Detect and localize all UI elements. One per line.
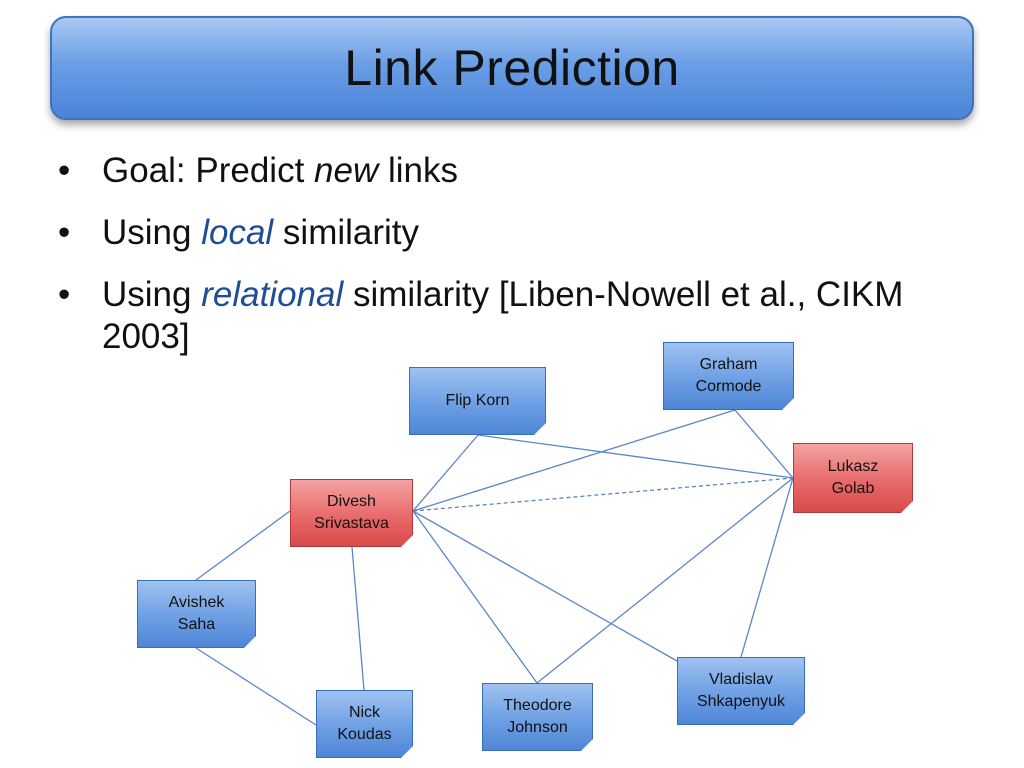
node-label: Divesh Srivastava <box>314 493 389 532</box>
node-label: Nick Koudas <box>337 704 392 743</box>
edge-divesh-srivastava-avishek-saha <box>195 510 291 581</box>
node-flip-korn: Flip Korn <box>409 367 546 435</box>
node-label: Avishek Saha <box>168 594 225 633</box>
node-avishek-saha: Avishek Saha <box>137 580 256 648</box>
edge-divesh-srivastava-vladislav-shkapenyuk <box>412 510 678 662</box>
node-label: Vladislav Shkapenyuk <box>696 671 786 710</box>
bullet-text: links <box>378 151 459 190</box>
node-divesh-srivastava: Divesh Srivastava <box>290 479 413 547</box>
edge-graham-cormode-lukasz-golab <box>734 409 794 479</box>
edge-divesh-srivastava-flip-korn <box>412 434 479 512</box>
bullet-dot-icon: • <box>58 151 71 190</box>
bullet-text: Goal: Predict <box>102 151 315 190</box>
edge-divesh-srivastava-lukasz-golab <box>412 477 794 512</box>
bullet-dot-icon: • <box>58 213 71 252</box>
bullet-dot-icon: • <box>58 275 71 314</box>
node-label: Lukasz Golab <box>827 458 879 497</box>
node-vladislav-shkapenyuk: Vladislav Shkapenyuk <box>677 657 805 725</box>
edge-avishek-saha-nick-koudas <box>195 647 317 726</box>
bullet-emphasis: new <box>314 151 379 190</box>
bullet-list: • Goal: Predict new links • Using local … <box>58 150 988 378</box>
bullet-local: • Using local similarity <box>58 212 988 254</box>
bullet-goal: • Goal: Predict new links <box>58 150 988 192</box>
edge-lukasz-golab-theodore-johnson <box>536 477 794 684</box>
node-label: Graham Cormode <box>695 356 762 395</box>
node-label: Flip Korn <box>445 392 510 409</box>
node-graham-cormode: Graham Cormode <box>663 342 794 410</box>
node-nick-koudas: Nick Koudas <box>316 690 413 758</box>
node-lukasz-golab: Lukasz Golab <box>793 443 913 513</box>
edge-lukasz-golab-vladislav-shkapenyuk <box>740 477 794 658</box>
edge-flip-korn-lukasz-golab <box>477 434 794 479</box>
bullet-text: similarity <box>273 213 420 252</box>
title-banner: Link Prediction <box>50 16 974 120</box>
node-label: Theodore Johnson <box>503 697 572 736</box>
bullet-emphasis: local <box>201 213 274 252</box>
bullet-emphasis: relational <box>201 275 344 314</box>
edge-divesh-srivastava-nick-koudas <box>351 546 365 691</box>
slide-title: Link Prediction <box>344 40 680 96</box>
edge-divesh-srivastava-graham-cormode <box>412 409 736 512</box>
edge-divesh-srivastava-theodore-johnson <box>412 510 538 684</box>
bullet-text: Using <box>102 213 202 252</box>
bullet-relational: • Using relational similarity [Liben-Now… <box>58 274 988 358</box>
bullet-text: Using <box>102 275 202 314</box>
bullet-text: similarity [Liben-Nowell et al., CIKM 20… <box>102 275 904 356</box>
node-theodore-johnson: Theodore Johnson <box>482 683 593 751</box>
